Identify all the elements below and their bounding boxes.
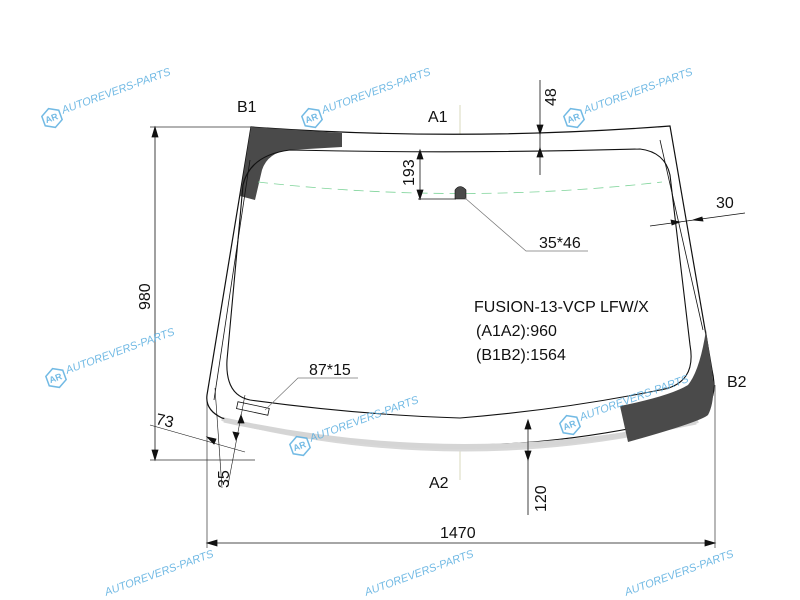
vin-leader: [264, 377, 358, 411]
svg-text:AUTOREVERS-PARTS: AUTOREVERS-PARTS: [362, 548, 476, 599]
sensor-offset-dimension: 193: [401, 159, 418, 186]
vin-window: [236, 401, 270, 416]
frit-top-left: [240, 127, 342, 200]
side-band-dimension: 30: [716, 195, 734, 212]
svg-text:AUTOREVERS-PARTS: AUTOREVERS-PARTS: [581, 66, 695, 117]
svg-text:AR: AR: [44, 111, 60, 125]
b1b2-length: (B1B2):1564: [476, 347, 566, 364]
svg-text:AUTOREVERS-PARTS: AUTOREVERS-PARTS: [63, 326, 177, 377]
frit-bottom-right: [620, 330, 714, 442]
left-inner-edge: [213, 159, 251, 401]
svg-text:AR: AR: [566, 111, 582, 125]
svg-text:AUTOREVERS-PARTS: AUTOREVERS-PARTS: [319, 66, 433, 117]
height-dimension: 980: [137, 283, 154, 310]
svg-text:AR: AR: [562, 418, 578, 432]
dimension-lines: [149, 80, 746, 547]
watermark: AR AUTOREVERS-PARTS: [40, 66, 173, 129]
top-band-dimension: 48: [543, 88, 560, 106]
svg-text:AR: AR: [48, 371, 64, 385]
right-inner-edge: [659, 139, 704, 331]
vin-size-label: 87*15: [309, 362, 351, 379]
svg-text:AR: AR: [304, 111, 320, 125]
sensor-size-label: 35*46: [539, 235, 581, 252]
watermark: AUTOREVERS-PARTS: [362, 548, 476, 599]
watermark: AUTOREVERS-PARTS: [102, 548, 216, 599]
inner-outline: [226, 148, 692, 419]
left-bottom-dimension: 35: [216, 470, 233, 488]
watermark: AUTOREVERS-PARTS: [622, 548, 736, 599]
watermark: AR AUTOREVERS-PARTS: [44, 326, 177, 389]
point-a2: A2: [429, 475, 449, 492]
bottom-band-dimension: 120: [533, 485, 550, 512]
left-edge-dimension: 73: [154, 411, 175, 431]
point-b1: B1: [237, 99, 257, 116]
point-b2: B2: [727, 374, 747, 391]
svg-text:AR: AR: [292, 439, 308, 453]
point-a1: A1: [428, 109, 448, 126]
sensor-leader: [464, 197, 588, 252]
shade-band-line: [257, 181, 663, 194]
sensor-pad: [454, 186, 467, 200]
svg-text:AUTOREVERS-PARTS: AUTOREVERS-PARTS: [59, 66, 173, 117]
svg-text:AUTOREVERS-PARTS: AUTOREVERS-PARTS: [622, 548, 736, 599]
watermark: AR AUTOREVERS-PARTS: [562, 66, 695, 129]
watermark: AR AUTOREVERS-PARTS: [300, 66, 433, 129]
svg-text:AUTOREVERS-PARTS: AUTOREVERS-PARTS: [102, 548, 216, 599]
a1a2-length: (A1A2):960: [476, 323, 557, 340]
model-code: FUSION-13-VCP LFW/X: [474, 299, 649, 316]
width-dimension: 1470: [440, 525, 476, 542]
